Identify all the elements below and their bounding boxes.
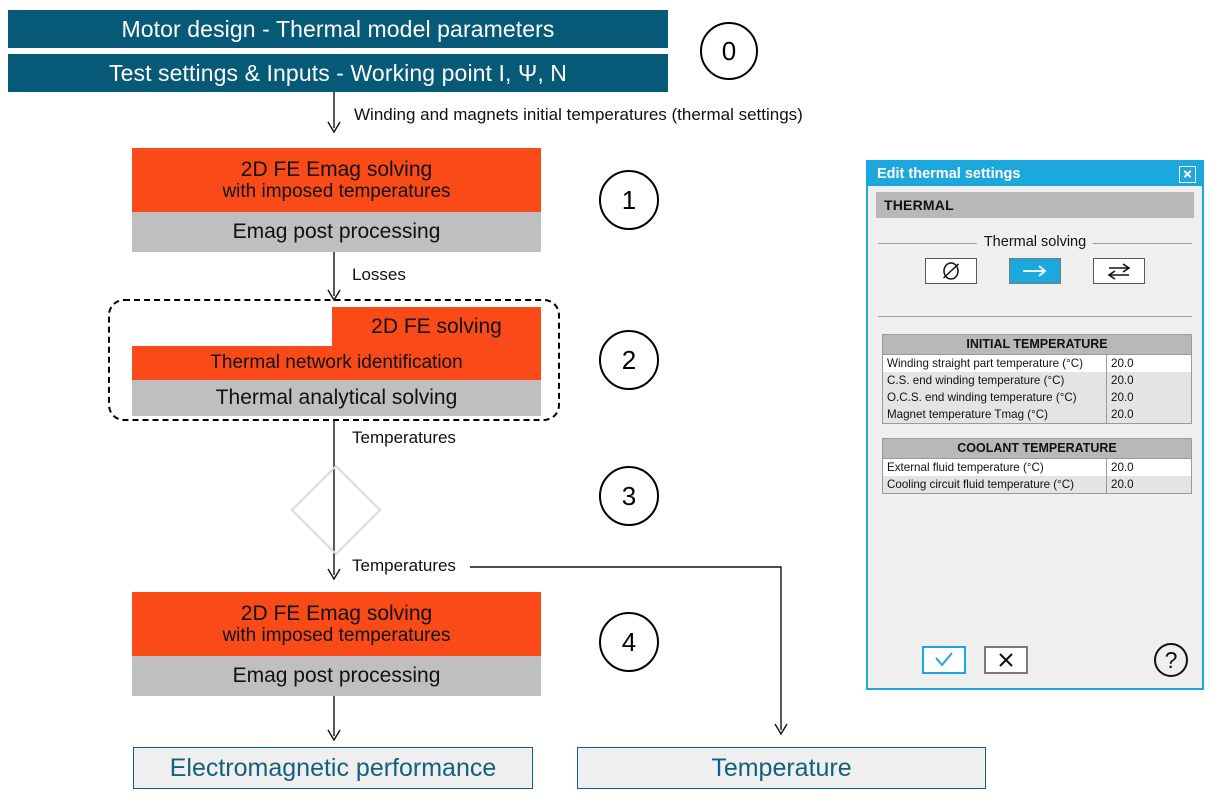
row-label: Winding straight part temperature (°C) bbox=[883, 355, 1107, 372]
table-row[interactable]: Magnet temperature Tmag (°C) 20.0 bbox=[883, 406, 1191, 423]
edge-label-initial-temperatures: Winding and magnets initial temperatures… bbox=[352, 105, 805, 125]
table-row[interactable]: Cooling circuit fluid temperature (°C) 2… bbox=[883, 476, 1191, 493]
arrow-initial-temperatures bbox=[327, 92, 341, 134]
step1-emag-post-processing-label: Emag post processing bbox=[232, 220, 441, 244]
step-marker-3: 3 bbox=[599, 466, 659, 526]
step-marker-1-label: 1 bbox=[621, 184, 637, 215]
arrow-right-icon bbox=[1023, 265, 1047, 277]
thermal-solving-mode-row bbox=[876, 258, 1194, 284]
result-electromagnetic-performance: Electromagnetic performance bbox=[133, 747, 533, 789]
thermal-solving-legend: Thermal solving bbox=[976, 234, 1094, 250]
edge-label-losses: Losses bbox=[350, 265, 408, 285]
table-row[interactable]: Winding straight part temperature (°C) 2… bbox=[883, 355, 1191, 372]
step2-thermal-group bbox=[108, 299, 560, 421]
step2-network-identification-block: Thermal network identification bbox=[132, 346, 541, 380]
dialog-body: THERMAL Thermal solving bbox=[868, 186, 1202, 632]
row-label: C.S. end winding temperature (°C) bbox=[883, 372, 1107, 389]
dialog-titlebar: Edit thermal settings bbox=[868, 162, 1202, 186]
row-label: External fluid temperature (°C) bbox=[883, 459, 1107, 476]
dialog-footer: ? bbox=[868, 632, 1202, 688]
arrows-bidirectional-icon bbox=[1107, 263, 1131, 280]
result-electromagnetic-performance-label: Electromagnetic performance bbox=[169, 753, 497, 782]
dialog-section-thermal: THERMAL bbox=[876, 192, 1194, 218]
step-marker-0-label: 0 bbox=[721, 35, 737, 66]
header-bar-motor-design: Motor design - Thermal model parameters bbox=[8, 10, 668, 48]
connector-temperatures-branch bbox=[470, 566, 788, 736]
row-value[interactable]: 20.0 bbox=[1107, 355, 1191, 372]
coolant-temperature-table: COOLANT TEMPERATURE External fluid tempe… bbox=[882, 438, 1192, 494]
edge-label-temperatures-2: Temperatures bbox=[350, 556, 458, 576]
row-value[interactable]: 20.0 bbox=[1107, 459, 1191, 476]
header-bar-test-settings-label: Test settings & Inputs - Working point I… bbox=[108, 59, 568, 86]
initial-temperature-table: INITIAL TEMPERATURE Winding straight par… bbox=[882, 334, 1192, 424]
step4-emag-solving-block: 2D FE Emag solving with imposed temperat… bbox=[132, 592, 541, 656]
step-marker-0: 0 bbox=[700, 22, 758, 80]
decision-diamond bbox=[290, 464, 382, 556]
table-row[interactable]: C.S. end winding temperature (°C) 20.0 bbox=[883, 372, 1191, 389]
step1-emag-post-processing-block: Emag post processing bbox=[132, 212, 541, 252]
no-thermal-solving-button[interactable] bbox=[925, 258, 977, 284]
ok-button[interactable] bbox=[922, 646, 966, 674]
step-marker-2: 2 bbox=[599, 330, 659, 390]
step1-emag-solving-line2: with imposed temperatures bbox=[222, 181, 451, 203]
step-marker-1: 1 bbox=[599, 170, 659, 230]
dialog-section-thermal-label: THERMAL bbox=[884, 197, 954, 213]
row-value[interactable]: 20.0 bbox=[1107, 476, 1191, 493]
step2-analytical-solving-block: Thermal analytical solving bbox=[132, 380, 541, 416]
step4-emag-solving-line1: 2D FE Emag solving bbox=[240, 601, 433, 625]
step4-emag-solving-line2: with imposed temperatures bbox=[222, 625, 451, 647]
step1-emag-solving-block: 2D FE Emag solving with imposed temperat… bbox=[132, 148, 541, 212]
row-label: O.C.S. end winding temperature (°C) bbox=[883, 389, 1107, 406]
table-row[interactable]: External fluid temperature (°C) 20.0 bbox=[883, 459, 1191, 476]
header-bar-test-settings: Test settings & Inputs - Working point I… bbox=[8, 54, 668, 92]
help-icon: ? bbox=[1164, 646, 1178, 673]
two-way-coupling-button[interactable] bbox=[1093, 258, 1145, 284]
header-bar-motor-design-label: Motor design - Thermal model parameters bbox=[121, 15, 555, 42]
step2-analytical-solving-label: Thermal analytical solving bbox=[215, 386, 458, 410]
dialog-title: Edit thermal settings bbox=[877, 166, 1021, 182]
edit-thermal-settings-dialog: Edit thermal settings THERMAL Thermal so… bbox=[866, 160, 1204, 690]
thermal-solving-group: Thermal solving bbox=[876, 234, 1194, 296]
step-marker-4: 4 bbox=[599, 612, 659, 672]
step1-emag-solving-line1: 2D FE Emag solving bbox=[240, 157, 433, 181]
step2-fe-solving-label: 2D FE solving bbox=[371, 314, 502, 338]
no-thermal-icon bbox=[942, 262, 960, 280]
coolant-temperature-table-header: COOLANT TEMPERATURE bbox=[883, 439, 1191, 459]
x-icon bbox=[999, 653, 1013, 667]
row-value[interactable]: 20.0 bbox=[1107, 372, 1191, 389]
step4-emag-post-processing-block: Emag post processing bbox=[132, 656, 541, 696]
check-icon bbox=[935, 652, 953, 667]
step-marker-4-label: 4 bbox=[621, 626, 637, 657]
step4-emag-post-processing-label: Emag post processing bbox=[232, 664, 441, 688]
edge-label-temperatures-1: Temperatures bbox=[350, 428, 458, 448]
row-label: Magnet temperature Tmag (°C) bbox=[883, 406, 1107, 423]
result-temperature-label: Temperature bbox=[711, 753, 852, 782]
result-temperature: Temperature bbox=[577, 747, 986, 789]
step2-network-identification-label: Thermal network identification bbox=[210, 352, 463, 374]
arrow-step4-to-result bbox=[327, 696, 341, 742]
help-button[interactable]: ? bbox=[1154, 643, 1188, 677]
step-marker-3-label: 3 bbox=[621, 480, 637, 511]
one-way-coupling-button[interactable] bbox=[1009, 258, 1061, 284]
initial-temperature-table-header: INITIAL TEMPERATURE bbox=[883, 335, 1191, 355]
row-value[interactable]: 20.0 bbox=[1107, 389, 1191, 406]
close-icon[interactable] bbox=[1179, 165, 1196, 183]
row-value[interactable]: 20.0 bbox=[1107, 406, 1191, 423]
table-row[interactable]: O.C.S. end winding temperature (°C) 20.0 bbox=[883, 389, 1191, 406]
step-marker-2-label: 2 bbox=[621, 344, 637, 375]
dialog-divider bbox=[878, 316, 1192, 317]
step2-fe-solving-block: 2D FE solving bbox=[332, 307, 541, 346]
cancel-button[interactable] bbox=[984, 646, 1028, 674]
arrow-temperatures-to-step4 bbox=[327, 421, 341, 581]
row-label: Cooling circuit fluid temperature (°C) bbox=[883, 476, 1107, 493]
